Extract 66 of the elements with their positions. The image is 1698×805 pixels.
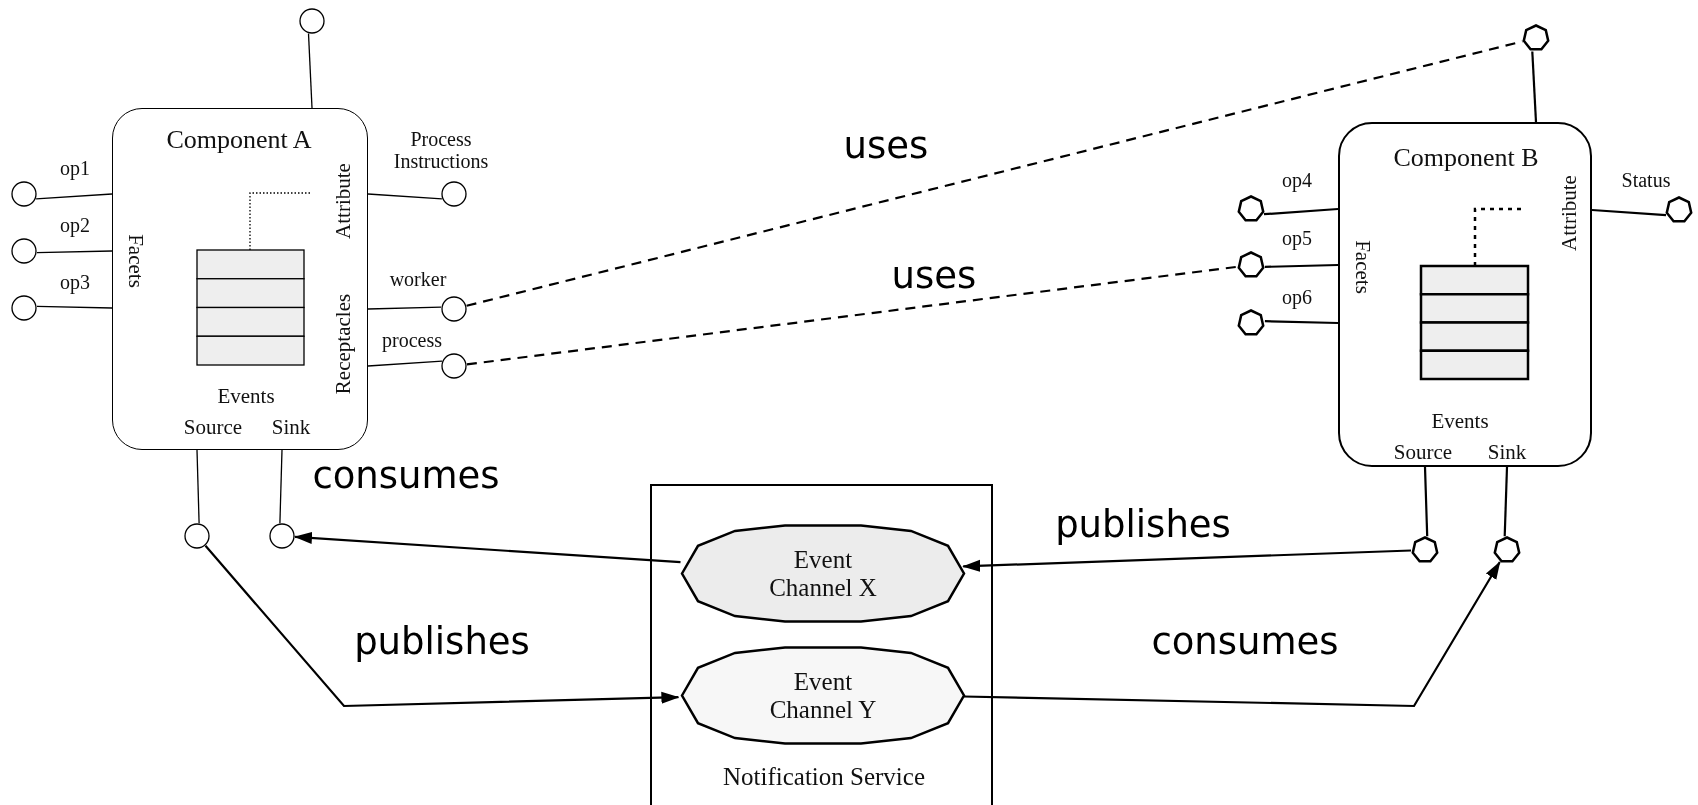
port-heptagon — [1522, 24, 1550, 52]
connector-line — [1263, 207, 1339, 216]
port-label: process — [382, 329, 442, 351]
port-circle — [269, 523, 295, 549]
arrow — [962, 549, 1412, 572]
connector-line — [1503, 466, 1509, 537]
port-label: Process Instructions — [392, 128, 490, 172]
connector-line — [279, 449, 283, 524]
port-label: op6 — [1282, 286, 1312, 308]
port-circle — [184, 523, 210, 549]
service-box — [650, 484, 993, 805]
connector-line — [307, 32, 313, 109]
section-label: Receptacles — [332, 293, 356, 395]
port-circle — [11, 238, 37, 264]
component-title: Component B — [1393, 143, 1539, 173]
port-label: worker — [389, 268, 447, 290]
port-circle — [441, 296, 467, 322]
port-label: op4 — [1282, 169, 1312, 191]
port-heptagon — [1493, 536, 1521, 564]
connector-line — [1264, 320, 1339, 325]
port-heptagon — [1411, 536, 1439, 564]
port-circle — [11, 181, 37, 207]
connector-line — [1423, 466, 1429, 537]
port-circle — [441, 181, 467, 207]
section-label: Events — [1431, 410, 1489, 434]
port-heptagon — [1237, 251, 1265, 279]
section-label: Source — [1393, 441, 1453, 465]
port-label: op2 — [60, 214, 90, 236]
port-heptagon — [1237, 309, 1265, 337]
connector-line — [36, 305, 113, 309]
connector-line — [367, 193, 443, 200]
port-label: op1 — [60, 157, 90, 179]
section-label: Sink — [1487, 441, 1527, 465]
section-label: Source — [183, 416, 243, 440]
connector-line — [1591, 208, 1667, 217]
channel-label: Event Channel Y — [768, 667, 878, 723]
port-label: op3 — [60, 271, 90, 293]
port-heptagon — [1237, 195, 1265, 223]
connector-line — [466, 265, 1238, 366]
arrow — [963, 561, 1501, 708]
connector-line — [367, 360, 443, 367]
section-label: Events — [217, 385, 275, 409]
section-label: Facets — [123, 234, 147, 288]
port-label: op5 — [1282, 227, 1312, 249]
connector-line — [36, 250, 113, 254]
component-title: Notification Service — [723, 763, 925, 791]
port-label: Status — [1621, 169, 1671, 191]
arrow — [294, 532, 681, 564]
component-title: Component A — [166, 125, 312, 155]
connector-line — [196, 449, 200, 524]
section-label: Attribute — [332, 163, 356, 239]
component-box — [1338, 122, 1592, 467]
port-heptagon — [1665, 196, 1693, 224]
channel-label: Event Channel X — [768, 545, 878, 601]
connector-line — [367, 306, 442, 310]
port-circle — [11, 295, 37, 321]
section-label: Attribute — [1558, 175, 1582, 251]
section-label: Facets — [1350, 240, 1374, 294]
connector-line — [35, 193, 113, 200]
port-circle — [299, 8, 325, 34]
connector-line — [1531, 51, 1538, 123]
section-label: Sink — [271, 416, 311, 440]
component-box — [112, 108, 368, 450]
arrow — [204, 545, 680, 708]
port-circle — [441, 353, 467, 379]
connector-line — [1264, 263, 1339, 268]
